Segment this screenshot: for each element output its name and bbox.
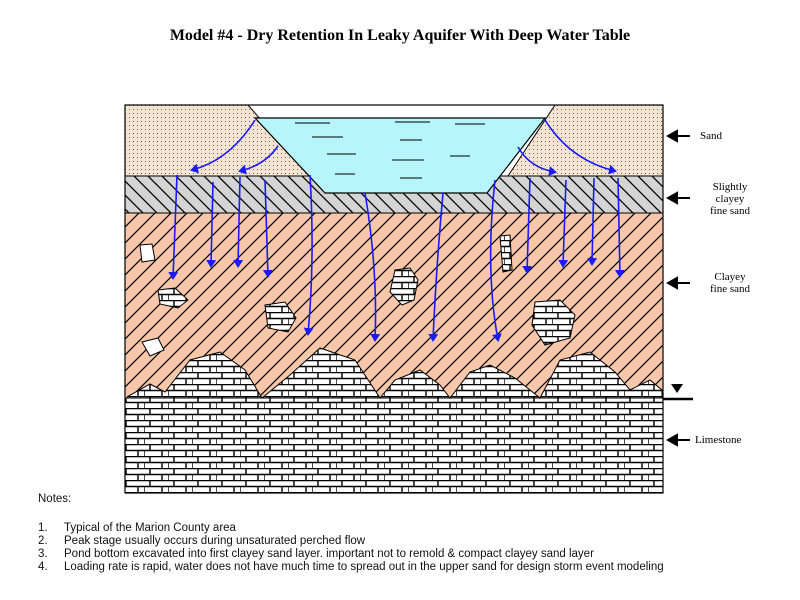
limestone-label: Limestone	[695, 434, 742, 446]
clayey-pointer-arrow	[665, 276, 690, 290]
limestone-fragment	[264, 301, 297, 333]
note-item: 1. Typical of the Marion County area	[38, 522, 774, 535]
slightly-clayey-fine-sand-label: Slightly clayey fine sand	[695, 181, 765, 217]
label-line: Slightly	[712, 181, 748, 193]
note-number: 2.	[38, 535, 48, 547]
label-line: clayey	[715, 193, 745, 205]
label-line: fine sand	[709, 283, 750, 295]
limestone-layer	[124, 396, 664, 494]
limestone-fragment	[389, 267, 419, 306]
note-number: 4.	[38, 561, 48, 573]
notes-heading: Notes:	[38, 493, 72, 505]
limestone-fragment	[499, 234, 513, 273]
slightly-clayey-pointer-arrow	[665, 191, 690, 205]
water-ripples	[295, 121, 485, 179]
label-line: Clayey	[714, 271, 746, 283]
limestone-pointer-arrow	[665, 433, 690, 447]
limestone-fragment	[531, 299, 576, 346]
note-item: 2. Peak stage usually occurs during unsat…	[38, 535, 774, 548]
infiltration-flow-arrows	[168, 119, 625, 342]
note-number: 3.	[38, 548, 48, 560]
note-item: 4. Loading rate is rapid, water does not …	[38, 561, 774, 574]
notes-section: Notes: 1. Typical of the Marion County ar…	[38, 493, 774, 574]
note-text: Loading rate is rapid, water does not ha…	[64, 561, 664, 573]
limestone-fragment	[157, 287, 189, 309]
note-text: Peak stage usually occurs during unsatur…	[64, 535, 366, 547]
water-table-icon	[663, 384, 693, 401]
clayey-fine-sand-label: Clayey fine sand	[695, 271, 765, 295]
notes-list: 1. Typical of the Marion County area 2. Pe…	[38, 522, 774, 574]
sand-layer-right	[507, 104, 664, 177]
sand-pointer-arrow	[665, 129, 690, 143]
diagram-title: Model #4 - Dry Retention In Leaky Aquife…	[169, 27, 631, 44]
limestone-fragment	[139, 243, 156, 263]
limestone-mounds	[126, 347, 663, 399]
sand-label: Sand	[700, 130, 722, 142]
note-item: 3. Pond bottom excavated into first claye…	[38, 548, 774, 561]
note-text: Pond bottom excavated into first clayey …	[64, 548, 594, 560]
note-number: 1.	[38, 522, 48, 534]
note-text: Typical of the Marion County area	[64, 522, 236, 534]
label-line: fine sand	[709, 205, 750, 217]
limestone-fragment	[141, 337, 165, 357]
